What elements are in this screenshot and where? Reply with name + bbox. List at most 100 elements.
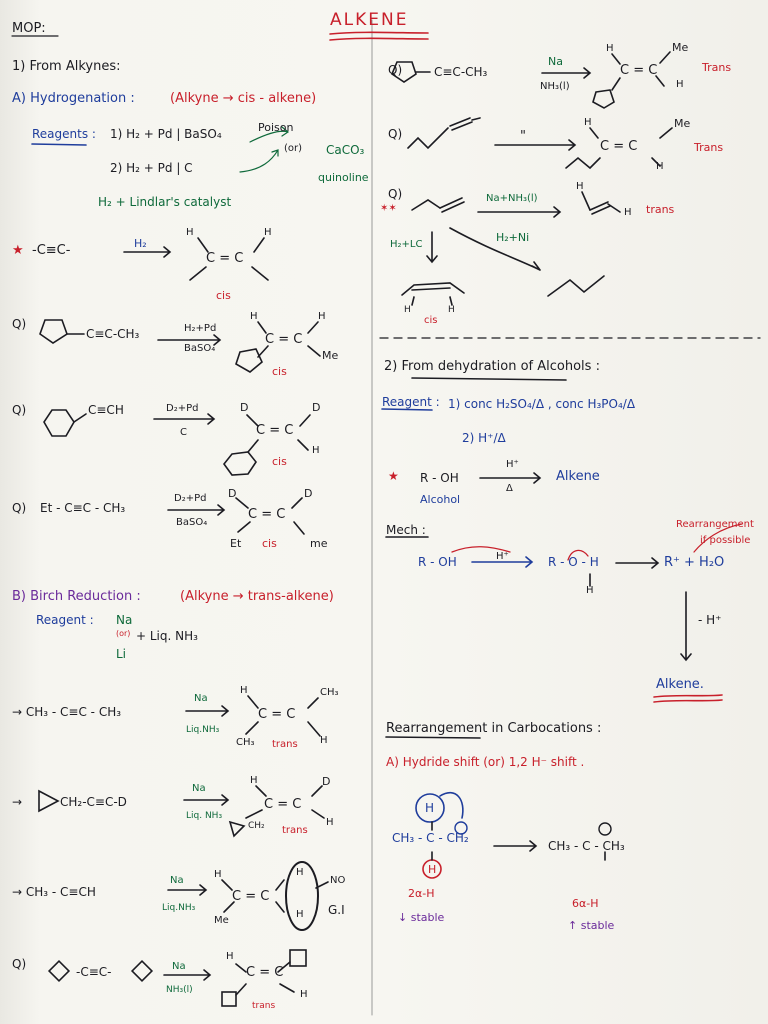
reagents-label: Reagents :: [32, 127, 96, 141]
question-label: Q): [388, 127, 403, 141]
birch-li: Li: [116, 647, 127, 661]
cc-double-bond: C = C: [246, 965, 284, 980]
stable-left: ↓ stable: [398, 911, 445, 924]
cyclohexane-ring: [43, 409, 75, 437]
q3-d2: D: [304, 487, 313, 500]
birch-e1-lhs: → CH₃ - C≡C - CH₃: [12, 705, 122, 719]
cyclopentane-ring: [39, 319, 68, 344]
rt-q1-top: Na: [548, 55, 563, 68]
cc-double-bond: C = C: [264, 797, 302, 812]
mech-lhs: R - OH: [418, 555, 457, 569]
birch-e4-bot: NH₃(l): [166, 985, 193, 995]
star-icon: ✶✶: [380, 203, 397, 214]
birch-e2-bot: Liq. NH₃: [186, 811, 223, 821]
rxn-rhs: Alkene: [556, 469, 600, 484]
birch-or: (or): [116, 629, 131, 638]
hydrogenation-note: (Alkyne → cis - alkene): [170, 91, 317, 106]
minus-h: - H⁺: [698, 613, 722, 627]
birch-e3-gi: G.I: [328, 903, 345, 917]
rt-q3-mid: H₂+Ni: [496, 231, 530, 244]
rt-q1-me: Me: [672, 41, 689, 54]
h-label: H: [326, 817, 334, 828]
mech-label: Mech :: [386, 523, 426, 537]
q1-alkyne: C≡C-CH₃: [86, 327, 140, 341]
mop-label: MOP:: [12, 21, 46, 36]
q2-cis: cis: [272, 455, 287, 468]
rearr-note-2: if possible: [700, 535, 751, 546]
q3-cis: cis: [262, 537, 277, 550]
h-label: H: [296, 909, 304, 920]
birch-e4-trans: trans: [252, 1001, 276, 1011]
birch-e1-top: Na: [194, 693, 208, 704]
h-label: H: [250, 311, 258, 322]
rxn-top: H⁺: [506, 459, 519, 470]
rt-q2-trans: Trans: [694, 141, 724, 154]
alkene-result: Alkene.: [656, 677, 704, 692]
star-icon: ★: [388, 469, 399, 483]
dehydration-reagent-1: 1) conc H₂SO₄/Δ , conc H₃PO₄/Δ: [448, 397, 636, 411]
birch-e2-trans: trans: [282, 825, 308, 836]
q3-me: me: [310, 537, 328, 550]
birch-e4-top: Na: [172, 961, 186, 972]
h-label: H: [320, 735, 328, 746]
h-label: H: [676, 79, 684, 90]
q1-me: Me: [322, 349, 339, 362]
birch-na: Na: [116, 613, 133, 627]
birch-liq-nh3: + Liq. NH₃: [136, 629, 198, 643]
quinoline-label: quinoline: [318, 171, 369, 184]
birch-note: (Alkyne → trans-alkene): [180, 589, 334, 604]
rt-q3-left: H₂+LC: [390, 239, 423, 250]
dehydration-reagent-2: 2) H⁺/Δ: [462, 431, 506, 445]
rt-q3-trans: trans: [646, 203, 675, 216]
hydride-h-top: H: [425, 801, 435, 815]
or-label: (or): [284, 143, 303, 154]
birch-e2-ch2: CH₂: [248, 821, 265, 831]
birch-e1-trans: trans: [272, 739, 298, 750]
cc-double-bond: C = C: [206, 251, 244, 266]
q2-h: H: [312, 445, 320, 456]
h-label: H: [186, 227, 194, 238]
question-label: Q): [12, 501, 27, 515]
alcohol-label: Alcohol: [420, 493, 461, 506]
cyclobutane-ring: [47, 959, 71, 983]
mech-h: H⁺: [496, 551, 509, 562]
cc-double-bond: C = C: [232, 889, 270, 904]
cc-double-bond: C = C: [620, 63, 658, 78]
h-label: H: [584, 117, 592, 128]
birch-e3-lhs: → CH₃ - C≡CH: [12, 885, 96, 899]
rearr-note-1: Rearrangement: [676, 519, 754, 530]
rearr-right-structure: CH₃ - C - CH₃: [548, 839, 625, 853]
cis-alkene-skeleton: [189, 237, 269, 281]
birch-reagent-label: Reagent :: [36, 613, 94, 627]
birch-e2-lhs: CH₂-C≡C-D: [60, 795, 127, 809]
q2-alkyne: C≡CH: [88, 403, 124, 417]
q2-d1: D: [240, 401, 249, 414]
section-from-alkynes: 1) From Alkynes:: [12, 59, 121, 74]
title-underline: [329, 31, 429, 35]
rearr-left-structure: CH₃ - C - CH₂: [392, 831, 469, 845]
h-label: H: [656, 161, 664, 172]
q1-reagent-bottom: BaSO₄: [184, 343, 216, 354]
h-label: H: [250, 775, 258, 786]
rxn-lhs: R - OH: [420, 471, 459, 485]
h-label: H: [226, 951, 234, 962]
h-label: H: [624, 207, 632, 218]
mech-rhs: R⁺ + H₂O: [664, 555, 725, 570]
birch-e1-ch3a: CH₃: [320, 687, 339, 698]
birch-e1-ch3b: CH₃: [236, 737, 255, 748]
h-label: H: [318, 311, 326, 322]
birch-e3-no: NO: [330, 875, 346, 886]
star-icon: ★: [12, 243, 24, 258]
cc-double-bond: C = C: [256, 423, 294, 438]
cc-double-bond: C = C: [265, 332, 303, 347]
h-label: H: [448, 305, 455, 315]
hydride-h-bottom: H: [428, 863, 437, 876]
question-label: Q): [388, 63, 403, 77]
rt-q3-cis: cis: [424, 315, 438, 326]
rt-q3-top: Na+NH₃(l): [486, 193, 538, 204]
reagent-2: 2) H₂ + Pd | C: [110, 161, 193, 175]
rt-q1-lhs: C≡C-CH₃: [434, 65, 488, 79]
stable-right: ↑ stable: [568, 919, 615, 932]
page-title: ALKENE: [330, 10, 409, 30]
